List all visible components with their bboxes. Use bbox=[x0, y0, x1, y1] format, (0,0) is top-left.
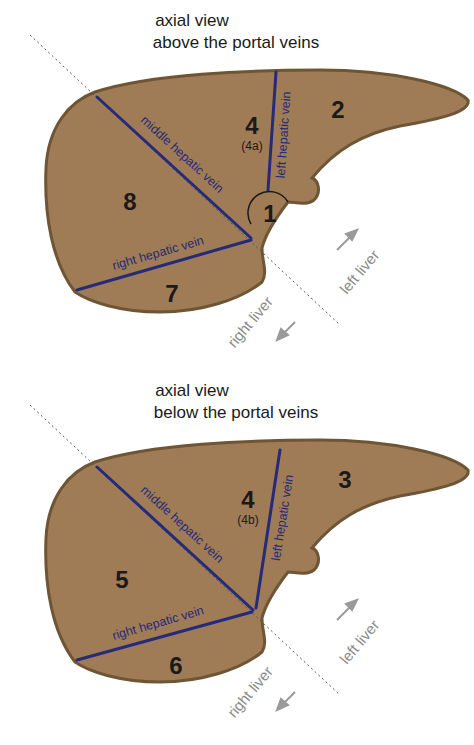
view-title: axial view bbox=[155, 12, 229, 31]
middle-hepatic-vein bbox=[97, 467, 253, 610]
liver-outline bbox=[46, 440, 468, 682]
side-label: right liver bbox=[224, 663, 276, 720]
segment-number: 6 bbox=[169, 653, 182, 679]
segment-number: 2 bbox=[331, 97, 344, 123]
side-label: right liver bbox=[224, 293, 276, 350]
segment-number: 5 bbox=[115, 567, 128, 593]
segment-number: 1 bbox=[263, 201, 276, 227]
view-subtitle: below the portal veins bbox=[154, 404, 318, 423]
view-subtitle: above the portal veins bbox=[153, 34, 319, 53]
side-label: left liver bbox=[337, 617, 383, 667]
side-label: left liver bbox=[337, 247, 383, 297]
liver-outline bbox=[46, 70, 468, 312]
view-title: axial view bbox=[155, 382, 229, 401]
middle-hepatic-vein bbox=[97, 97, 251, 238]
segment-number: 3 bbox=[338, 467, 351, 493]
segment-number: 4 bbox=[241, 487, 254, 513]
segment-subnumber: (4b) bbox=[237, 514, 258, 527]
cantlie-line bbox=[30, 35, 340, 325]
segment-number: 8 bbox=[123, 189, 136, 215]
cantlie-line bbox=[30, 405, 340, 695]
segment-number: 4 bbox=[245, 113, 258, 139]
segment-number: 7 bbox=[165, 281, 178, 307]
segment-subnumber: (4a) bbox=[241, 140, 262, 153]
